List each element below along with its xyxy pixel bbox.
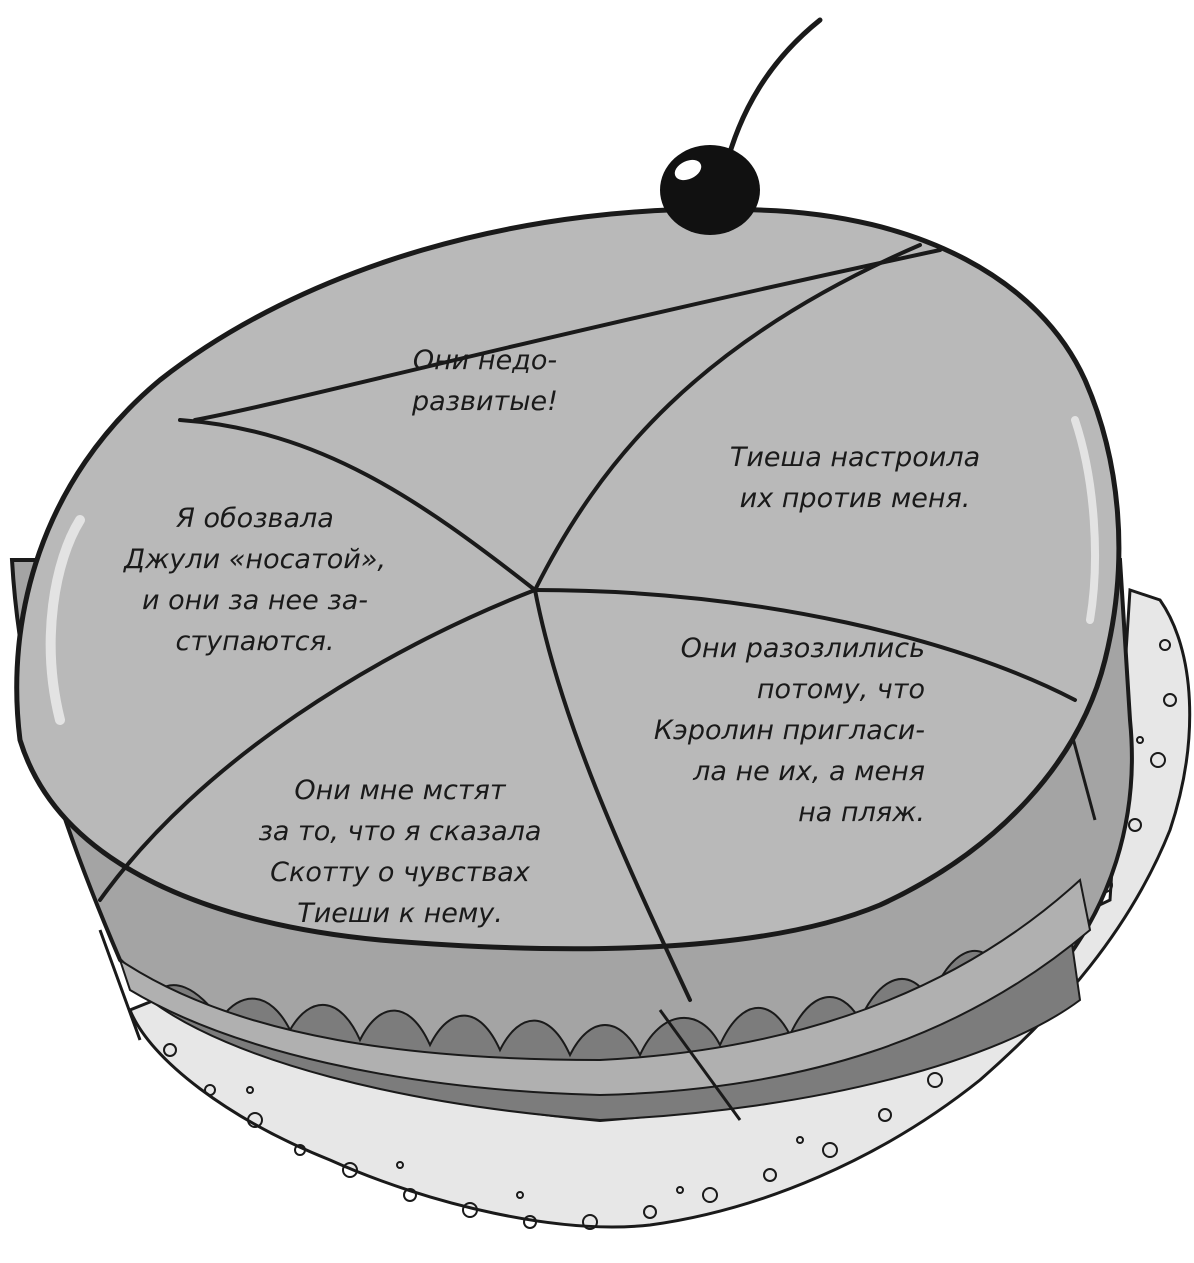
slice-label-bottom-right: Они разозлились потому, что Кэролин приг… [653, 633, 925, 828]
slice-label-left: Я обозвала Джули «носатой», и они за нее… [123, 503, 387, 657]
slice-lines [98, 243, 1077, 1002]
slice-label-top: Они недо- развитые! [412, 345, 558, 417]
cake-top [14, 206, 1122, 952]
cherry-icon [660, 17, 823, 235]
slice-label-right: Тиеша настроила их против меня. [729, 442, 981, 514]
cake-cream-band [118, 878, 1092, 1097]
slice-label-bottom-left: Они мне мстят за то, что я сказала Скотт… [258, 775, 542, 929]
